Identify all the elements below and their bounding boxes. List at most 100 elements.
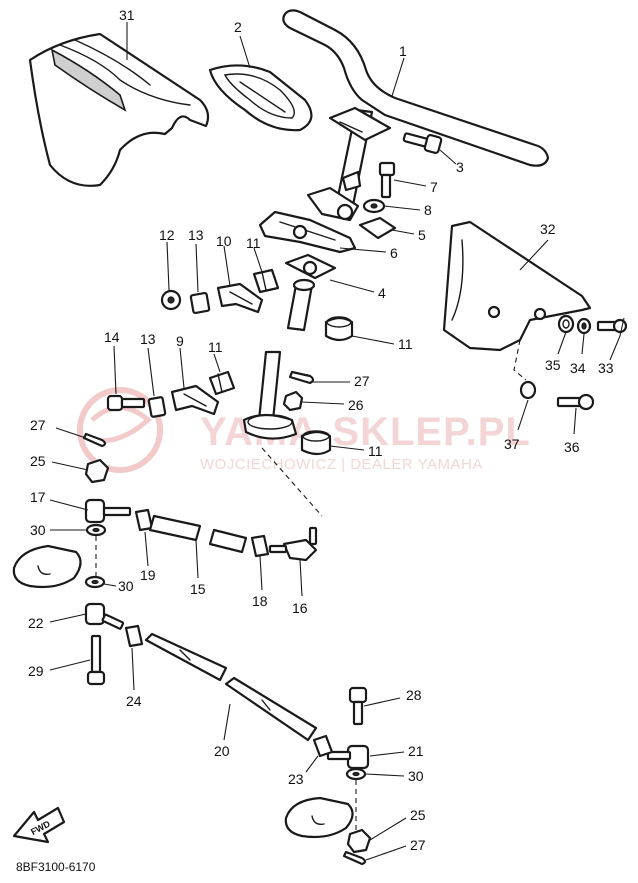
callout-18: 18 xyxy=(252,593,268,609)
callout-28: 28 xyxy=(406,687,422,703)
callout-1: 1 xyxy=(399,43,407,59)
callout-11-d: 11 xyxy=(368,443,383,459)
part-25-nut-b xyxy=(346,828,372,854)
part-4-column xyxy=(284,253,337,332)
callout-27-b: 27 xyxy=(30,417,46,433)
part-12-nut xyxy=(160,289,182,311)
part-34-washer xyxy=(576,317,592,335)
part-27-pin-b xyxy=(82,432,107,448)
assembly-line-panel xyxy=(513,339,527,381)
part-8-washer xyxy=(362,198,386,214)
callout-33: 33 xyxy=(598,360,614,376)
callout-16: 16 xyxy=(292,600,308,616)
watermark-logo-swirl-icon xyxy=(90,405,152,444)
callout-6: 6 xyxy=(390,245,398,261)
callout-19: 19 xyxy=(140,567,156,583)
part-10-clamp xyxy=(216,282,264,314)
part-11-bushing-b xyxy=(324,316,354,342)
part-5-nut xyxy=(358,216,397,240)
callout-22: 22 xyxy=(28,615,44,631)
part-27-pin-a xyxy=(288,370,315,385)
callout-13-b: 13 xyxy=(140,331,156,347)
callout-10: 10 xyxy=(216,233,232,249)
callout-15: 15 xyxy=(190,581,206,597)
part-column-shaft xyxy=(242,350,298,440)
callout-25-b: 25 xyxy=(410,807,426,823)
callout-27-c: 27 xyxy=(410,837,426,853)
part-30-washer-a xyxy=(85,523,107,537)
watermark-subtitle: WOJCIECHOWICZ | DEALER YAMAHA xyxy=(200,456,483,473)
part-7-bolt xyxy=(378,161,396,199)
callout-11-b: 11 xyxy=(398,336,413,352)
callout-34: 34 xyxy=(570,360,586,376)
callout-11-c: 11 xyxy=(208,339,223,355)
part-26-nut xyxy=(282,390,304,412)
part-30-washer-b xyxy=(84,575,106,589)
fwd-arrow-icon: FWD xyxy=(12,806,66,844)
watermark-logo-icon xyxy=(77,387,163,473)
part-1-handlebar xyxy=(282,9,550,222)
part-19-collar xyxy=(134,508,154,532)
callout-26: 26 xyxy=(348,397,364,413)
callouts: 31 2 1 3 7 8 5 6 4 32 12 13 10 11 11 33 xyxy=(28,7,625,861)
callout-4: 4 xyxy=(378,285,386,301)
callout-2: 2 xyxy=(234,19,242,35)
part-3-bolt xyxy=(402,132,443,154)
part-13-bracket-a xyxy=(189,291,211,315)
callout-7: 7 xyxy=(430,179,438,195)
part-2-gasket xyxy=(208,64,313,132)
part-16-tie-rod-end xyxy=(268,526,318,562)
catalog-code: 8BF3100-6170 xyxy=(16,860,96,874)
callout-14: 14 xyxy=(104,329,120,345)
part-35-grommet xyxy=(557,314,575,334)
part-37-collar xyxy=(519,380,537,400)
part-27-pin-c xyxy=(342,850,367,866)
part-13-bracket-b xyxy=(147,396,167,418)
part-24-collar xyxy=(124,624,144,648)
callout-35: 35 xyxy=(545,357,561,373)
part-23-collar xyxy=(312,734,334,758)
callout-13-a: 13 xyxy=(188,227,204,243)
part-11-bushing-a xyxy=(252,268,280,294)
callout-37: 37 xyxy=(504,436,520,452)
callout-5: 5 xyxy=(418,227,426,243)
callout-29: 29 xyxy=(28,663,44,679)
callout-27-a: 27 xyxy=(354,373,370,389)
part-28-bolt xyxy=(348,686,368,726)
part-36-screw xyxy=(556,393,595,411)
callout-11-a: 11 xyxy=(246,235,261,251)
callout-12: 12 xyxy=(159,227,175,243)
callout-17: 17 xyxy=(30,489,46,505)
callout-32: 32 xyxy=(540,221,556,237)
part-22-ball-joint xyxy=(84,602,125,630)
part-31-cover xyxy=(28,32,210,187)
part-30-washer-c xyxy=(345,767,367,781)
callout-30-c: 30 xyxy=(408,768,424,784)
assembly-line-column xyxy=(261,447,323,517)
part-14-bolt xyxy=(106,394,146,412)
callout-8: 8 xyxy=(424,202,432,218)
part-17-ball-joint xyxy=(84,498,132,524)
callout-21: 21 xyxy=(408,743,424,759)
part-25-nut-a xyxy=(84,458,110,484)
part-11-bushing-d xyxy=(300,430,332,456)
callout-9: 9 xyxy=(176,333,184,349)
part-20-tie-rod xyxy=(144,632,318,742)
callout-24: 24 xyxy=(126,693,142,709)
callout-23: 23 xyxy=(288,771,304,787)
part-6-plate xyxy=(258,210,357,254)
part-32-panel xyxy=(442,220,592,352)
part-9-clamp xyxy=(170,384,220,416)
part-11-bushing-c xyxy=(208,370,236,396)
part-21-ball-joint xyxy=(326,744,370,770)
part-steering-arm-right xyxy=(284,796,354,839)
callout-25-a: 25 xyxy=(30,453,46,469)
callout-3: 3 xyxy=(456,159,464,175)
callout-30-b: 30 xyxy=(118,578,134,594)
callout-20: 20 xyxy=(214,743,230,759)
part-15-tie-rod xyxy=(148,514,248,554)
part-29-bolt xyxy=(86,634,106,686)
part-18-collar xyxy=(250,534,270,558)
callout-36: 36 xyxy=(564,439,580,455)
